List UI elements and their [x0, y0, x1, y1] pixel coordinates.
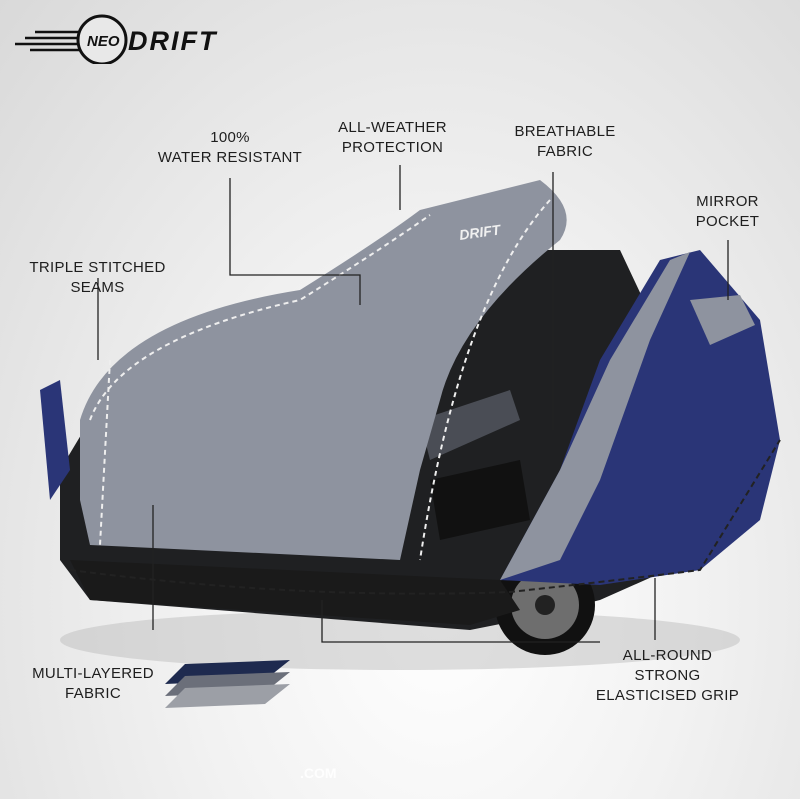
neo-drift-logo: NEO DRIFT — [15, 14, 218, 64]
feature-line: SEAMS — [70, 279, 125, 296]
feature-line: MULTI-LAYERED — [32, 665, 154, 682]
feature-line: PROTECTION — [341, 139, 444, 156]
feature-elasticised-grip: ALL-ROUND STRONG ELASTICISED GRIP — [585, 646, 750, 706]
svg-text:DRIFT: DRIFT — [128, 26, 218, 56]
mirror-pocket — [690, 295, 755, 345]
watermark: .COM — [300, 765, 337, 781]
feature-line: FABRIC — [537, 143, 593, 160]
svg-text:DRIFT: DRIFT — [458, 221, 502, 243]
feature-all-weather: ALL-WEATHER PROTECTION — [300, 118, 485, 158]
feature-line: TRIPLE STITCHED — [29, 259, 166, 276]
layer-3 — [165, 684, 290, 708]
leader-lines — [97, 165, 729, 643]
feature-mirror-pocket: MIRROR POCKET — [670, 192, 785, 232]
feature-line: FABRIC — [65, 685, 121, 702]
feature-triple-stitched: TRIPLE STITCHED SEAMS — [10, 258, 185, 298]
feature-line: STRONG — [634, 667, 701, 684]
feature-line: 100% — [210, 129, 250, 146]
feature-line: ALL-WEATHER — [338, 119, 447, 136]
feature-breathable: BREATHABLE FABRIC — [490, 122, 640, 162]
svg-text:NEO: NEO — [87, 33, 120, 50]
feature-line: MIRROR — [696, 193, 759, 210]
feature-line: BREATHABLE — [514, 123, 616, 140]
feature-line: WATER RESISTANT — [157, 149, 303, 166]
feature-water-resistant: 100% WATER RESISTANT — [120, 128, 340, 168]
feature-line: ELASTICISED GRIP — [595, 687, 740, 704]
feature-multi-layered: MULTI-LAYERED FABRIC — [18, 664, 168, 704]
feature-line: POCKET — [695, 213, 760, 230]
cover-grey-panel — [80, 180, 567, 560]
feature-line: ALL-ROUND — [622, 647, 713, 664]
